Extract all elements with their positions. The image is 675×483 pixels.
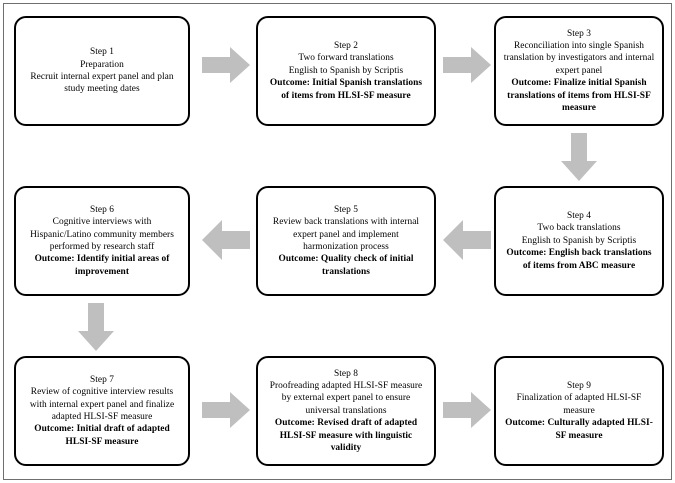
arrow-right-step2-step3	[443, 47, 491, 83]
step-9-outcome: Outcome: Culturally adapted HLSI-SF meas…	[505, 418, 653, 441]
step-6-line-1: Cognitive interviews with Hispanic/Latin…	[30, 217, 174, 252]
step-box-6[interactable]: Step 6 Cognitive interviews with Hispani…	[14, 186, 190, 296]
step-box-8[interactable]: Step 8 Proofreading adapted HLSI-SF meas…	[256, 356, 436, 466]
arrow-down-step3-step4	[561, 133, 597, 181]
step-7-number: Step 7	[90, 374, 114, 385]
step-box-5[interactable]: Step 5 Review back translations with int…	[256, 186, 436, 296]
step-5-number: Step 5	[334, 204, 358, 215]
step-2-number: Step 2	[334, 40, 358, 51]
step-box-3[interactable]: Step 3 Reconciliation into single Spanis…	[494, 16, 664, 126]
step-8-outcome: Outcome: Revised draft of adapted HLSI-S…	[274, 418, 418, 454]
step-box-1[interactable]: Step 1 Preparation Recruit internal expe…	[14, 16, 190, 126]
arrow-left-step5-step6	[202, 220, 250, 260]
step-7-line-1: Review of cognitive interview results wi…	[29, 387, 175, 422]
step-7-outcome: Outcome: Initial draft of adapted HLSI-S…	[34, 424, 170, 447]
step-box-2[interactable]: Step 2 Two forward translations English …	[256, 16, 436, 126]
step-6-outcome: Outcome: Identify initial areas of impro…	[34, 254, 170, 277]
step-4-line-1: Two back translations	[537, 223, 621, 234]
step-6-number: Step 6	[90, 204, 114, 215]
step-2-line-1: Two forward translations	[298, 53, 394, 64]
arrow-right-step8-step9	[443, 392, 491, 428]
arrow-right-step7-step8	[202, 392, 250, 428]
step-8-line-1: Proofreading adapted HLSI-SF measure by …	[269, 380, 423, 416]
step-9-line-1: Finalization of adapted HLSI-SF measure	[516, 393, 642, 416]
step-1-number: Step 1	[90, 47, 114, 58]
step-1-line-1: Preparation	[80, 59, 124, 70]
step-4-line-2: English to Spanish by Scriptis	[521, 235, 637, 246]
step-4-outcome: Outcome: English back translations of it…	[506, 248, 652, 271]
step-4-number: Step 4	[567, 210, 591, 221]
step-box-7[interactable]: Step 7 Review of cognitive interview res…	[14, 356, 190, 466]
step-box-4[interactable]: Step 4 Two back translations English to …	[494, 186, 664, 296]
step-5-outcome: Outcome: Quality check of initial transl…	[278, 254, 414, 277]
arrow-down-step6-step7	[78, 303, 114, 351]
step-5-line-1: Review back translations with internal e…	[272, 217, 420, 252]
step-8-number: Step 8	[334, 368, 358, 379]
step-3-line-1: Reconciliation into single Spanish trans…	[503, 40, 655, 76]
arrow-right-step1-step2	[202, 47, 250, 83]
step-2-line-2: English to Spanish by Scriptis	[288, 65, 404, 76]
step-2-outcome: Outcome: Initial Spanish translations of…	[269, 78, 423, 101]
arrow-left-step4-step5	[443, 220, 491, 260]
step-box-9[interactable]: Step 9 Finalization of adapted HLSI-SF m…	[494, 356, 664, 466]
step-3-number: Step 3	[567, 28, 591, 39]
step-9-number: Step 9	[567, 380, 591, 391]
step-3-outcome: Outcome: Finalize initial Spanish transl…	[507, 78, 651, 114]
step-1-line-2: Recruit internal expert panel and plan s…	[30, 72, 174, 95]
